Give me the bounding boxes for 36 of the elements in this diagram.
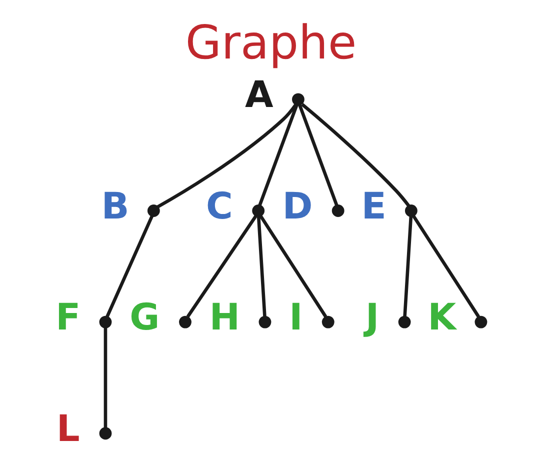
connector	[186, 215, 258, 318]
node-label: H	[209, 296, 240, 339]
node-circle	[179, 316, 192, 328]
node-label: I	[289, 296, 303, 339]
node-circle	[99, 427, 112, 440]
node-circle	[474, 316, 488, 328]
node-label: F	[56, 296, 81, 339]
connector	[104, 328, 108, 428]
connector	[156, 103, 298, 208]
connector	[259, 215, 328, 318]
connector	[403, 216, 413, 316]
node-label: K	[428, 296, 456, 339]
node-label: E	[361, 184, 386, 228]
node-label: B	[101, 184, 130, 228]
connector	[106, 215, 154, 318]
node-label: J	[366, 296, 380, 339]
node-label: D	[282, 184, 313, 228]
node-label: A	[245, 73, 274, 116]
node-circle	[404, 204, 418, 217]
connector	[256, 216, 266, 316]
node-label: C	[206, 184, 233, 228]
node-circle	[99, 316, 112, 328]
connector	[301, 103, 410, 207]
node-circle	[147, 204, 160, 217]
node-circle	[252, 204, 265, 217]
node-label: G	[130, 296, 160, 339]
diagram-title: Graphe	[185, 16, 357, 70]
node-circle	[322, 316, 334, 328]
node-circle	[398, 316, 411, 328]
connector	[258, 104, 298, 206]
node-circle	[258, 316, 272, 328]
node-circle	[292, 93, 304, 106]
node-label: L	[56, 407, 80, 450]
connector	[412, 215, 480, 318]
connector	[298, 104, 338, 206]
node-circle	[332, 204, 344, 217]
